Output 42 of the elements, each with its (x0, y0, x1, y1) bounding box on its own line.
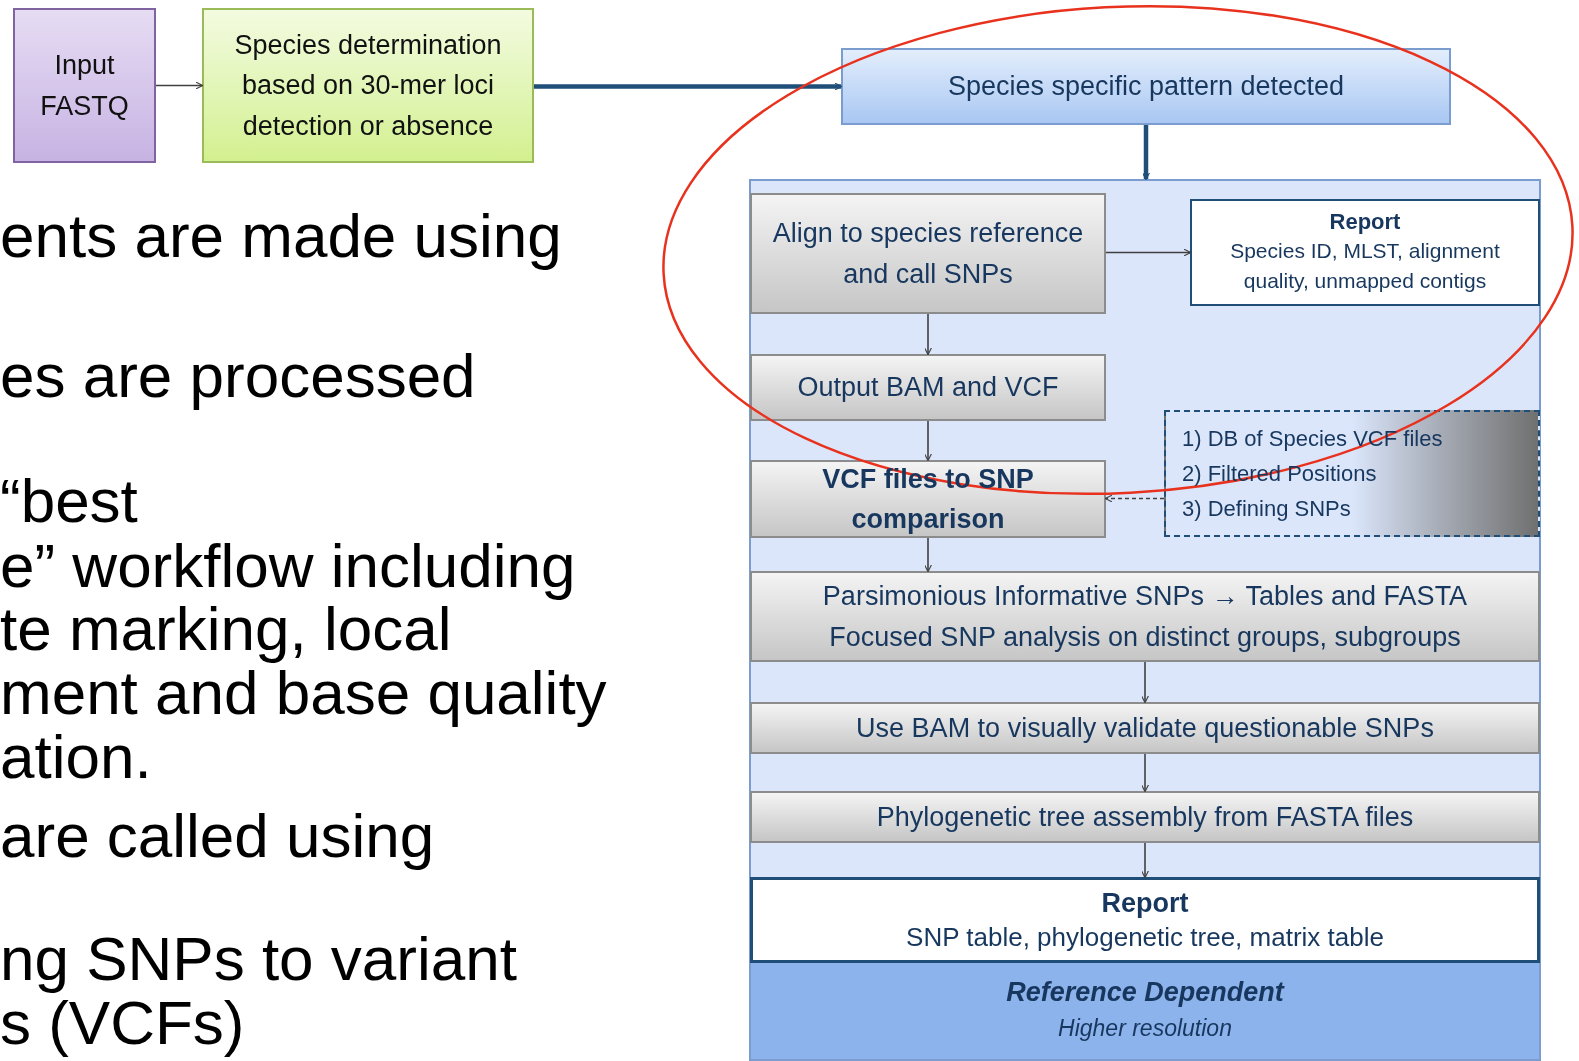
box-text: Input FASTQ (39, 49, 130, 123)
arrow (1140, 753, 1150, 793)
process-box (841, 48, 1451, 125)
report-box (1190, 199, 1540, 306)
box-text: Species determination based on 30-mer loci detection or absence (233, 28, 503, 143)
process-box (750, 354, 1106, 421)
process-box (750, 460, 1106, 538)
report-box (750, 877, 1540, 963)
footer-subtitle: Higher resolution (1058, 1013, 1232, 1043)
process-box (750, 193, 1106, 314)
bullet-text-fragment: ation. (0, 726, 152, 788)
arrow (923, 537, 933, 573)
box-heading: Report (1329, 208, 1401, 236)
process-box (750, 791, 1540, 843)
box-text: Focused SNP analysis on distinct groups, subgroups (829, 620, 1461, 654)
arrow (1104, 494, 1165, 503)
box-text: Output BAM and VCF (797, 371, 1059, 405)
arrow (155, 81, 204, 90)
process-box (750, 571, 1540, 662)
box-text: Use BAM to visually validate questionable SNPs (856, 711, 1434, 745)
arrow (923, 420, 933, 462)
arrow (1140, 842, 1150, 879)
footer-title: Reference Dependent (1006, 975, 1284, 1009)
box-text: SNP table, phylogenetic tree, matrix table (906, 920, 1384, 954)
arrow (1140, 661, 1150, 704)
process-box (13, 8, 156, 163)
arrow (1105, 248, 1192, 257)
box-text: Species ID, MLST, alignment quality, unmapped contigs (1229, 237, 1501, 295)
box-text: Parsimonious Informative SNPs → Tables and FASTA (822, 580, 1468, 613)
box-heading: Report (1101, 886, 1189, 920)
arrow (923, 313, 933, 356)
bullet-text-fragment: “best (0, 470, 138, 532)
box-text: Align to species reference and call SNPs (771, 217, 1085, 291)
arrow (1141, 125, 1151, 181)
process-box (202, 8, 534, 163)
box-text: Phylogenetic tree assembly from FASTA files (876, 800, 1414, 834)
box-text: Species specific pattern detected (947, 70, 1345, 104)
workflow-panel (749, 179, 1541, 1061)
arrow (534, 82, 843, 91)
process-box (750, 702, 1540, 754)
note-box (1164, 410, 1540, 537)
list-item: 3) Defining SNPs (1182, 495, 1351, 524)
